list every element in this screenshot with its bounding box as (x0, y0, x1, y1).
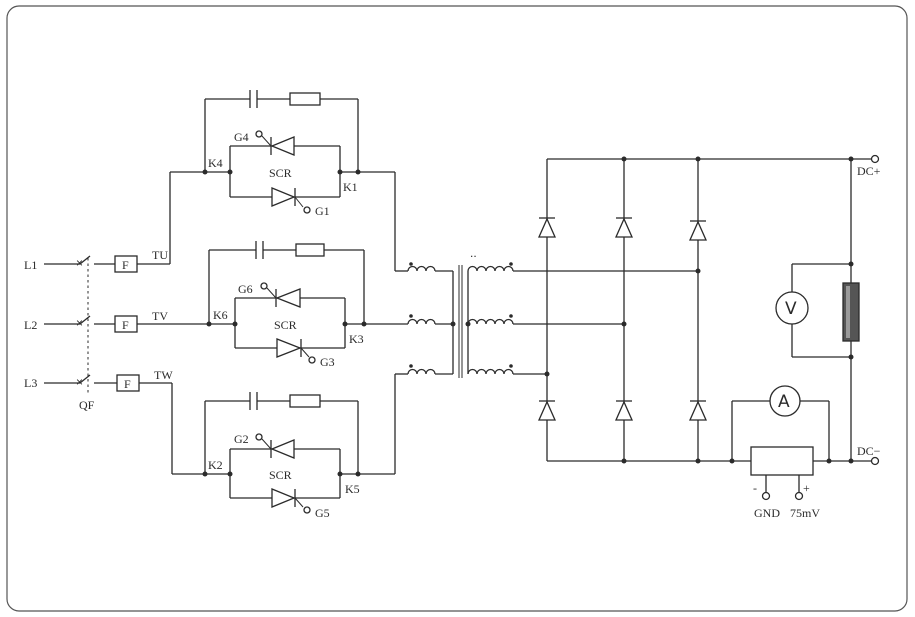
input-section: L1 L2 L3 × × × QF F F F T (24, 171, 235, 475)
scr-module-2: G6 G3 SCR K6 K3 (206, 241, 408, 369)
scr-module-1: G4 G1 SCR K4 K1 (202, 90, 395, 218)
thyristor-g4 (270, 136, 295, 156)
dc-output: DC+ V A DC− - + GND 75 (731, 154, 881, 520)
dc-minus-label: DC− (857, 444, 881, 458)
diode-upper-3 (688, 220, 708, 241)
diode-lower-3 (688, 400, 708, 421)
secondary-coil-w (467, 368, 514, 375)
fuse-1-label: F (122, 258, 129, 272)
gate-label-g2: G2 (234, 432, 249, 446)
scr-label-2: SCR (274, 318, 297, 332)
thyristor-g2 (270, 439, 295, 459)
diagram-frame (6, 5, 908, 612)
gate-label-g3: G3 (320, 355, 335, 369)
diode-lower-1 (537, 400, 557, 421)
snubber-resistor (289, 92, 321, 106)
voltmeter-label: V (785, 299, 797, 319)
gnd-terminal (761, 491, 771, 501)
svg-text:×: × (76, 256, 83, 270)
svg-text:×: × (76, 375, 83, 389)
primary-coil-u (407, 265, 436, 272)
secondary-coil-v (467, 318, 514, 325)
cathode-label-k1: K1 (343, 180, 358, 194)
cathode-label-k6: K6 (213, 308, 228, 322)
cathode-label-k3: K3 (349, 332, 364, 346)
breaker-label-qf: QF (79, 398, 95, 412)
shunt (750, 446, 814, 476)
load-resistor (842, 282, 860, 342)
scr-module-3: G2 G5 SCR K2 K5 (202, 392, 395, 520)
diode-lower-2 (614, 400, 634, 421)
thyristor-g1 (271, 187, 296, 207)
gate-label-g4: G4 (234, 130, 249, 144)
phase-label-tw: TW (154, 368, 173, 382)
scr-label-3: SCR (269, 468, 292, 482)
input-label-l3: L3 (24, 376, 37, 390)
gnd-label: GND (754, 506, 780, 520)
gate-label-g1: G1 (315, 204, 330, 218)
gate-label-g6: G6 (238, 282, 253, 296)
shunt-minus-label: - (753, 481, 757, 495)
cathode-label-k5: K5 (345, 482, 360, 496)
phase-label-tv: TV (152, 309, 168, 323)
transformer-mark: .. (470, 246, 477, 260)
diode-upper-2 (614, 217, 634, 238)
phase-label-tu: TU (152, 248, 168, 262)
secondary-coil-u (467, 265, 514, 272)
diode-upper-1 (537, 217, 557, 238)
thyristor-g3 (276, 338, 302, 358)
voltmeter (775, 291, 809, 325)
gate-label-g5: G5 (315, 506, 330, 520)
thyristor-g6 (275, 288, 301, 308)
ammeter-label: A (778, 392, 790, 412)
mv-label: 75mV (790, 506, 820, 520)
scr-label-1: SCR (269, 166, 292, 180)
shunt-plus-label: + (803, 481, 810, 495)
fuse-3-label: F (124, 377, 131, 391)
cathode-label-k4: K4 (208, 156, 223, 170)
cathode-label-k2: K2 (208, 458, 223, 472)
mv-terminal (794, 491, 804, 501)
transformer: .. (394, 172, 698, 474)
dc-minus-terminal (870, 456, 880, 466)
fuse-2-label: F (122, 318, 129, 332)
primary-coil-w (407, 368, 436, 375)
thyristor-g5 (271, 488, 296, 508)
dc-plus-terminal (870, 154, 880, 164)
snubber-resistor (289, 394, 321, 408)
snubber-resistor (295, 243, 325, 257)
svg-text:×: × (76, 316, 83, 330)
input-label-l1: L1 (24, 258, 37, 272)
dc-plus-label: DC+ (857, 164, 881, 178)
primary-coil-v (407, 318, 436, 325)
input-label-l2: L2 (24, 318, 37, 332)
